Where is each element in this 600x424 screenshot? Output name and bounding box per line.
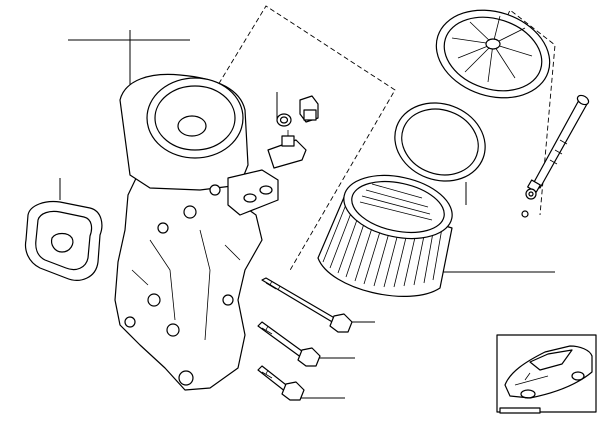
oil-filter-housing	[114, 73, 279, 391]
cover-o-ring	[394, 102, 486, 182]
filter-stem	[527, 94, 590, 193]
car-icon	[504, 345, 593, 399]
filter-pleats	[322, 196, 443, 288]
oil-pressure-switch	[276, 95, 319, 127]
vehicle-location-thumbnail	[496, 334, 597, 414]
housing-gasket	[24, 200, 103, 281]
medium-bolt	[257, 321, 321, 367]
short-bolt	[257, 365, 305, 401]
stem-seal	[521, 188, 537, 218]
filter-element	[317, 174, 453, 297]
cover-ribs	[451, 15, 533, 83]
long-bolt	[261, 277, 353, 333]
filter-cover	[435, 9, 551, 99]
filter-top-mesh	[359, 183, 433, 221]
temperature-sensor	[267, 130, 307, 169]
